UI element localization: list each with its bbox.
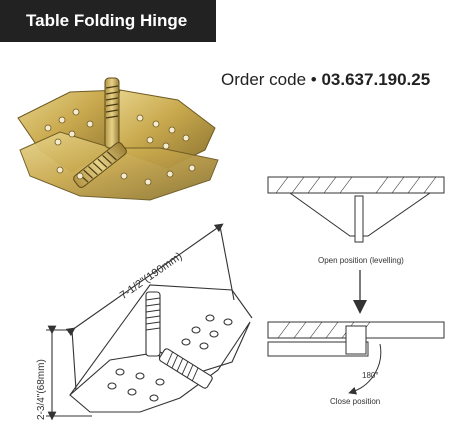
transition-arrow [353, 270, 367, 314]
hinge-holes [44, 108, 196, 186]
closed-hinge-block [345, 325, 367, 355]
page-title: Table Folding Hinge [0, 0, 216, 42]
closed-tabletop-lower [267, 341, 369, 357]
hinge-plate-bottom [19, 131, 219, 201]
open-tabletop [267, 176, 445, 194]
order-code-label: Order code [221, 70, 307, 89]
close-position-label: Close position [330, 397, 380, 406]
open-position-diagram [267, 176, 445, 243]
order-code-value: 03.637.190.25 [321, 70, 431, 89]
rotation-angle-label: 180° [362, 371, 379, 380]
length-dimension-line [65, 223, 224, 337]
hinge-photo [17, 77, 219, 201]
open-tabletop-hatching [275, 176, 437, 194]
hinge-spring-top [105, 85, 119, 119]
hinge-drawing [46, 223, 253, 421]
page-title-text: Table Folding Hinge [26, 11, 188, 30]
open-hinge-pin [354, 195, 364, 243]
drawing-plate-lower [69, 321, 251, 413]
length-extension-start [71, 329, 77, 391]
order-code-bullet: • [310, 70, 317, 89]
closed-position-diagram [267, 321, 445, 395]
height-dimension-label: 2-3/4"(68mm) [36, 359, 47, 420]
closed-rotation-arc [348, 343, 382, 395]
open-position-label: Open position (levelling) [318, 256, 404, 265]
hinge-barrel-vertical [104, 77, 120, 149]
drawing-barrel-diagonal [158, 348, 213, 389]
order-code-line: Order code • 03.637.190.25 [221, 70, 471, 90]
length-extension-end [219, 225, 235, 301]
